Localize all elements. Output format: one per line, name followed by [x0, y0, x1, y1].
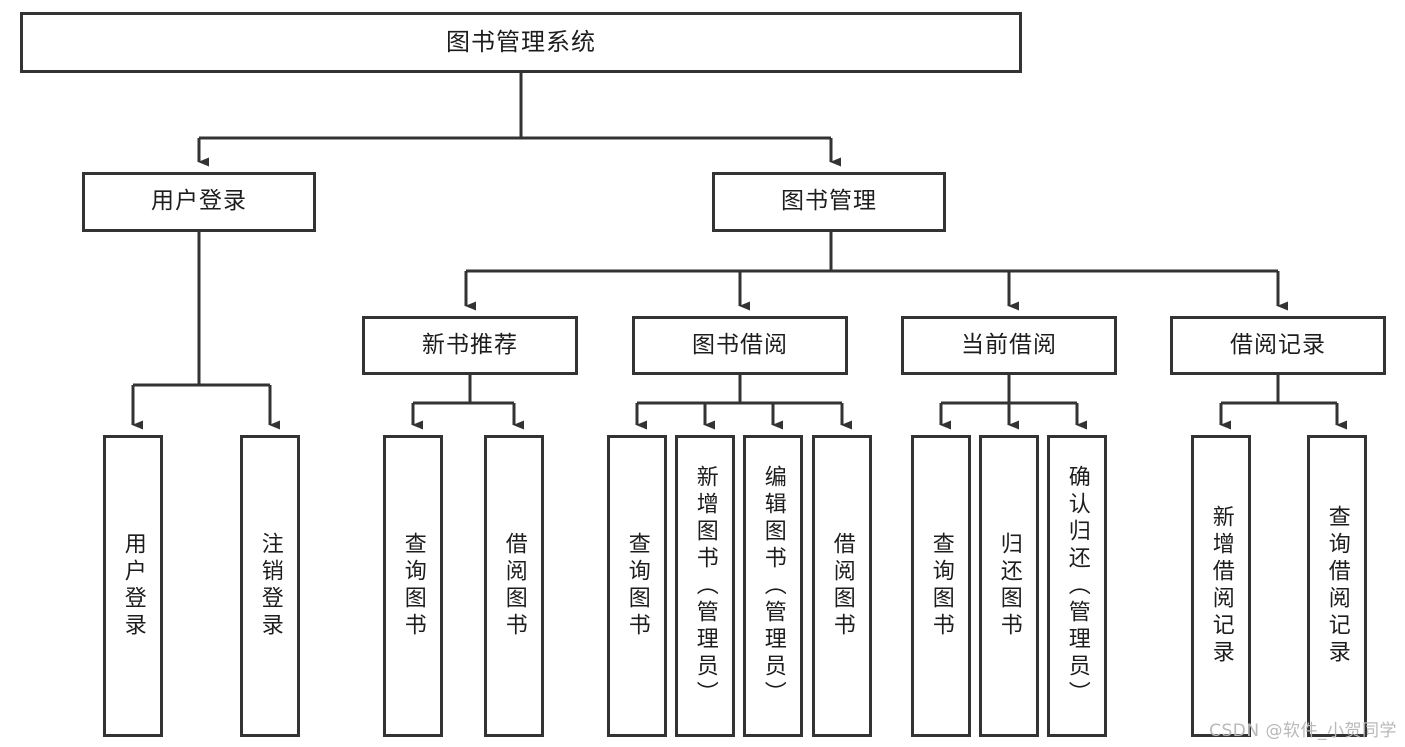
node-root-book-management-system[interactable]: 图书管理系统 — [20, 12, 1022, 73]
node-current-borrow[interactable]: 当前借阅 — [901, 316, 1117, 375]
node-label: 归还图书 — [996, 532, 1022, 640]
node-leaf-borrow-book-recommend[interactable]: 借阅图书 — [484, 435, 544, 737]
node-label: 查询图书 — [400, 532, 426, 640]
node-label: 新书推荐 — [422, 331, 518, 358]
node-label: 图书管理系统 — [446, 28, 596, 57]
node-new-book-recommend[interactable]: 新书推荐 — [362, 316, 578, 375]
node-leaf-query-book-recommend[interactable]: 查询图书 — [383, 435, 443, 737]
node-label: 新增图书（管理员） — [692, 464, 718, 708]
node-book-borrow[interactable]: 图书借阅 — [632, 316, 848, 375]
node-leaf-logout[interactable]: 注销登录 — [240, 435, 300, 737]
node-label: 新增借阅记录 — [1208, 505, 1234, 667]
node-leaf-query-borrow-record[interactable]: 查询借阅记录 — [1307, 435, 1367, 737]
node-label: 图书管理 — [781, 188, 877, 215]
node-leaf-edit-book-admin[interactable]: 编辑图书（管理员） — [743, 435, 803, 737]
node-label: 图书借阅 — [692, 331, 788, 358]
node-leaf-query-book-current[interactable]: 查询图书 — [911, 435, 971, 737]
node-leaf-user-login[interactable]: 用户登录 — [103, 435, 163, 737]
node-label: 用户登录 — [120, 532, 146, 640]
node-borrow-record[interactable]: 借阅记录 — [1170, 316, 1386, 375]
node-label: 注销登录 — [257, 532, 283, 640]
node-user-login[interactable]: 用户登录 — [82, 172, 316, 232]
csdn-watermark: CSDN @软件_小贺同学 — [1209, 721, 1397, 741]
node-book-management[interactable]: 图书管理 — [712, 172, 946, 232]
node-leaf-return-book[interactable]: 归还图书 — [979, 435, 1039, 737]
node-label: 查询图书 — [928, 532, 954, 640]
node-leaf-borrow-book[interactable]: 借阅图书 — [812, 435, 872, 737]
node-leaf-add-borrow-record[interactable]: 新增借阅记录 — [1191, 435, 1251, 737]
node-label: 确认归还（管理员） — [1064, 464, 1090, 708]
node-label: 借阅图书 — [501, 532, 527, 640]
node-label: 查询借阅记录 — [1324, 505, 1350, 667]
node-label: 借阅记录 — [1230, 331, 1326, 358]
node-leaf-add-book-admin[interactable]: 新增图书（管理员） — [675, 435, 735, 737]
node-leaf-confirm-return-admin[interactable]: 确认归还（管理员） — [1047, 435, 1107, 737]
node-label: 借阅图书 — [829, 532, 855, 640]
node-label: 用户登录 — [151, 188, 247, 215]
node-label: 编辑图书（管理员） — [760, 464, 786, 708]
node-leaf-query-book-borrow[interactable]: 查询图书 — [607, 435, 667, 737]
node-label: 查询图书 — [624, 532, 650, 640]
node-label: 当前借阅 — [961, 331, 1057, 358]
